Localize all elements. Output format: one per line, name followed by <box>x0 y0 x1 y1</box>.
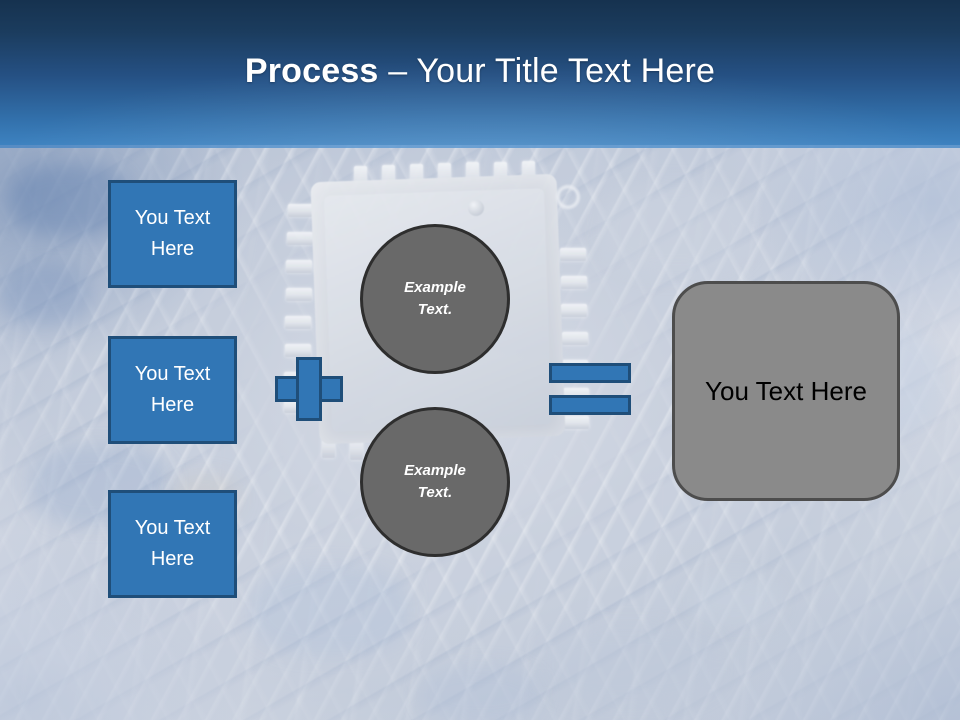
example-circle-2-line1: Example <box>404 462 466 479</box>
input-box-2[interactable]: You Text Here <box>108 336 237 444</box>
board-blob-10 <box>690 575 780 625</box>
input-box-2-line1: You Text <box>134 363 211 385</box>
example-circle-2-text: Example Text. <box>404 460 466 504</box>
input-box-3-line2: Here <box>150 548 195 570</box>
input-box-2-text: You Text Here <box>135 359 211 421</box>
page-title-strong: Process <box>244 52 379 90</box>
equals-icon <box>549 363 631 415</box>
board-blob-4 <box>250 565 410 655</box>
plus-icon-center-patch <box>299 379 319 399</box>
board-blob-2 <box>0 265 90 325</box>
input-box-3-text: You Text Here <box>135 513 211 575</box>
input-box-1-line2: Here <box>150 238 195 260</box>
result-box-label: You Text Here <box>705 376 867 406</box>
board-blob-5 <box>600 185 750 275</box>
example-circle-1-line1: Example <box>404 279 466 296</box>
example-circle-1[interactable]: Example Text. <box>360 224 510 374</box>
result-box[interactable]: You Text Here <box>672 281 900 501</box>
equals-icon-bottom-bar <box>549 395 631 415</box>
input-box-1[interactable]: You Text Here <box>108 180 237 288</box>
example-circle-2-line2: Text. <box>417 484 453 501</box>
board-blob-8 <box>420 665 540 720</box>
example-circle-2[interactable]: Example Text. <box>360 407 510 557</box>
input-box-3-line1: You Text <box>134 517 211 539</box>
example-circle-1-line2: Text. <box>417 301 453 318</box>
input-box-3[interactable]: You Text Here <box>108 490 237 598</box>
header-bottom-rule <box>0 145 960 148</box>
slide-header: Process – Your Title Text Here <box>0 0 960 145</box>
header-sheen <box>0 0 960 145</box>
page-title-rest: – Your Title Text Here <box>378 52 716 90</box>
example-circle-1-text: Example Text. <box>404 277 466 321</box>
input-box-1-text: You Text Here <box>135 203 211 265</box>
plus-icon <box>275 357 343 421</box>
board-blob-7 <box>540 625 720 705</box>
input-box-1-line1: You Text <box>134 207 211 229</box>
equals-icon-top-bar <box>549 363 631 383</box>
input-box-2-line2: Here <box>150 394 195 416</box>
page-title: Process – Your Title Text Here <box>0 49 960 93</box>
